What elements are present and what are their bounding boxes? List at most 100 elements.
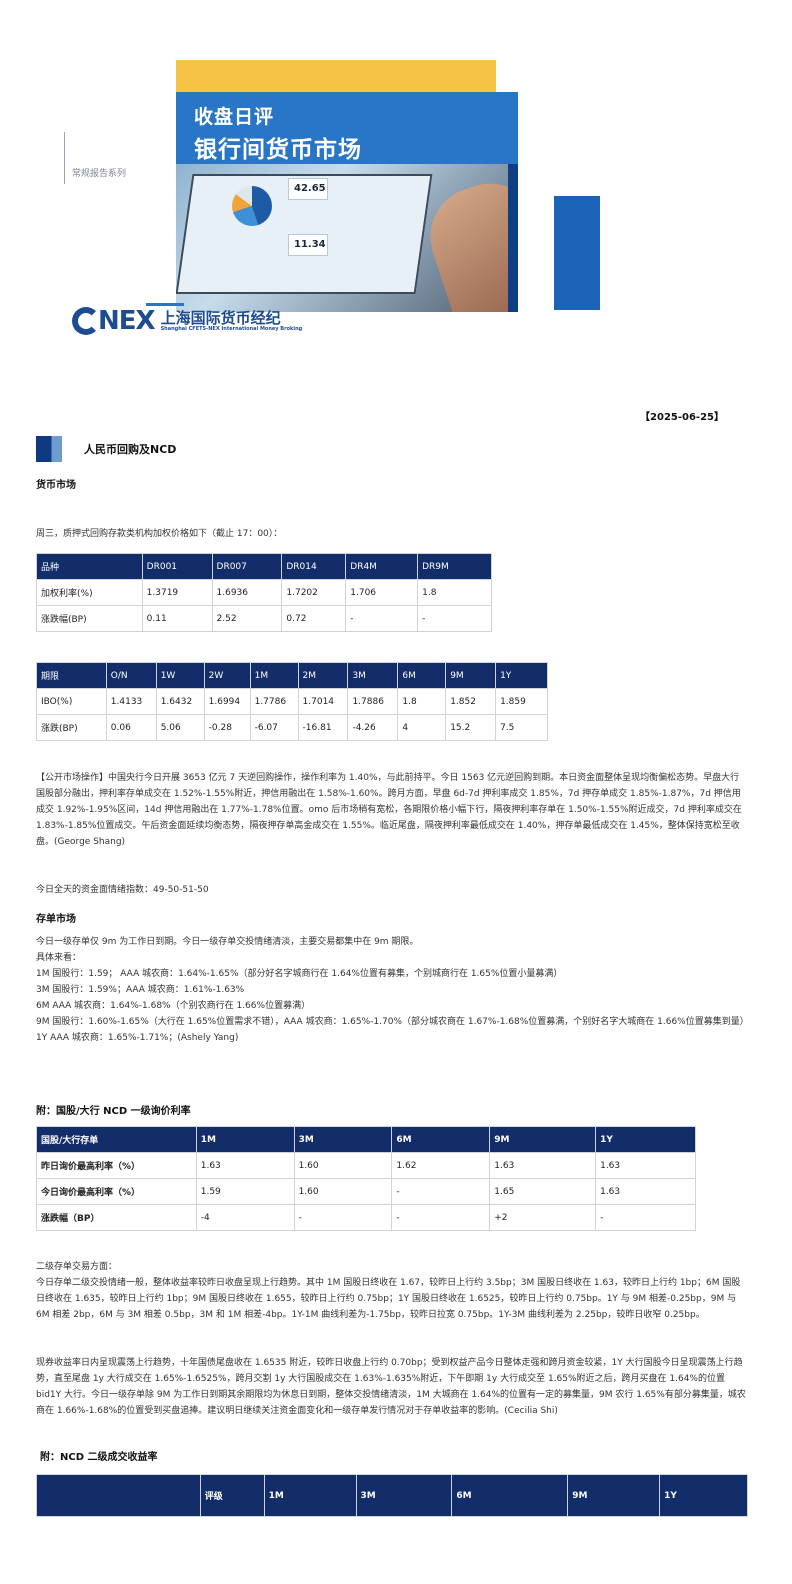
table-cell: 1.7886 bbox=[347, 688, 399, 715]
table-header-cell: 9M bbox=[445, 662, 497, 689]
table-cell: -6.07 bbox=[249, 714, 299, 741]
table-cell: 5.06 bbox=[155, 714, 205, 741]
table-cell: 1.4133 bbox=[105, 688, 157, 715]
table-header-cell: 1M bbox=[249, 662, 299, 689]
table-header-row: 国股/大行存单 1M 3M 6M 9M 1Y bbox=[36, 1126, 696, 1153]
cd-line: 1M 国股行：1.59； AAA 城农商：1.64%-1.65%（部分好名字城商… bbox=[36, 969, 563, 979]
ncd-secondary-heading: 附：NCD 二级成交收益率 bbox=[40, 1452, 158, 1463]
secondary-heading: 二级存单交易方面： bbox=[36, 1262, 118, 1272]
table-header-cell: 1Y bbox=[495, 662, 548, 689]
ncd-primary-heading: 附：国股/大行 NCD 一级询价利率 bbox=[36, 1106, 191, 1117]
cover-yellow-bar bbox=[176, 60, 496, 92]
cover-divider bbox=[64, 132, 65, 184]
table-row: 涨跌(BP) 0.06 5.06 -0.28 -6.07 -16.81 -4.2… bbox=[36, 714, 548, 741]
logo-ring-icon bbox=[70, 305, 102, 337]
table-header-cell: 国股/大行存单 bbox=[36, 1126, 197, 1153]
sentiment-index: 今日全天的资金面情绪指数：49-50-51-50 bbox=[36, 885, 209, 895]
ibo-rate-table: 期限 O/N 1W 2W 1M 2M 3M 6M 9M 1Y IBO(%) 1.… bbox=[36, 662, 548, 741]
table-row: 涨跌幅（BP） -4 - - +2 - bbox=[36, 1204, 696, 1231]
table-cell: 1.60 bbox=[293, 1152, 393, 1179]
table-cell: 15.2 bbox=[445, 714, 497, 741]
table-cell: 昨日询价最高利率（%） bbox=[36, 1152, 197, 1179]
table-cell: 1.3719 bbox=[141, 579, 213, 606]
table-cell: 4 bbox=[397, 714, 447, 741]
table-header-cell: 3M bbox=[347, 662, 399, 689]
table-header-cell: 9M bbox=[489, 1126, 597, 1153]
table-cell: 2.52 bbox=[211, 605, 283, 632]
table-header-cell: 3M bbox=[355, 1474, 453, 1517]
table-cell: 7.5 bbox=[495, 714, 548, 741]
cd-line: 3M 国股行：1.59%；AAA 城农商：1.61%-1.63% bbox=[36, 985, 245, 995]
table-cell: 0.06 bbox=[105, 714, 157, 741]
table-header-cell: 9M bbox=[567, 1474, 661, 1517]
table-header-cell: 1M bbox=[263, 1474, 357, 1517]
cover-title-box bbox=[176, 92, 518, 164]
cover-accent-line bbox=[146, 303, 184, 306]
section-marker bbox=[36, 436, 62, 462]
table-header-row: 评级 1M 3M 6M 9M 1Y bbox=[36, 1474, 748, 1517]
cd-line: 6M AAA 城农商：1.64%-1.68%（个别农商行在 1.66%位置募满） bbox=[36, 1001, 311, 1011]
table-cell: 加权利率(%) bbox=[36, 579, 143, 606]
table-header-cell: 2M bbox=[297, 662, 349, 689]
table-cell: 1.63 bbox=[195, 1152, 295, 1179]
table-header-cell: 期限 bbox=[36, 662, 107, 689]
dr-rate-table: 品种 DR001 DR007 DR014 DR4M DR9M 加权利率(%) 1… bbox=[36, 553, 492, 632]
ncd-primary-table: 国股/大行存单 1M 3M 6M 9M 1Y 昨日询价最高利率（%） 1.63 … bbox=[36, 1126, 696, 1231]
table-cell: 今日询价最高利率（%） bbox=[36, 1178, 197, 1205]
cd-line: 1Y AAA 城农商：1.65%-1.71%；(Ashely Yang) bbox=[36, 1033, 239, 1043]
table-header-cell: 1M bbox=[195, 1126, 295, 1153]
table-cell: - bbox=[391, 1178, 491, 1205]
table-cell: 1.62 bbox=[391, 1152, 491, 1179]
table-header-cell: 3M bbox=[293, 1126, 393, 1153]
cd-market-heading: 存单市场 bbox=[36, 914, 76, 925]
cover-blue-block bbox=[554, 196, 600, 310]
table-cell: 1.63 bbox=[595, 1152, 696, 1179]
table-header-row: 品种 DR001 DR007 DR014 DR4M DR9M bbox=[36, 553, 492, 580]
table-cell: 涨跌幅（BP） bbox=[36, 1204, 197, 1231]
table-header-cell: 1Y bbox=[659, 1474, 748, 1517]
table-cell: 1.63 bbox=[489, 1152, 597, 1179]
table-cell: 1.859 bbox=[495, 688, 548, 715]
table-cell: 1.6936 bbox=[211, 579, 283, 606]
table-cell: - bbox=[293, 1204, 393, 1231]
cd-line: 9M 国股行：1.60%-1.65%（大行在 1.65%位置需求不错），AAA … bbox=[36, 1017, 749, 1027]
table-cell: +2 bbox=[489, 1204, 597, 1231]
table-cell: - bbox=[417, 605, 492, 632]
ncd-secondary-table: 评级 1M 3M 6M 9M 1Y bbox=[36, 1474, 748, 1517]
dashboard-tile-value: 11.34 bbox=[294, 239, 326, 250]
company-logo: NEX 上海国际货币经纪 Shanghai CFETS-NEX Internat… bbox=[70, 305, 302, 337]
table-header-cell: O/N bbox=[105, 662, 157, 689]
report-date: 【2025-06-25】 bbox=[640, 412, 724, 423]
table-header-cell: 品种 bbox=[36, 553, 143, 580]
table-cell: - bbox=[345, 605, 419, 632]
table-row: IBO(%) 1.4133 1.6432 1.6994 1.7786 1.701… bbox=[36, 688, 548, 715]
cover-title-line2: 银行间货币市场 bbox=[194, 137, 362, 163]
table-cell: 涨跌幅(BP) bbox=[36, 605, 143, 632]
table-cell: -16.81 bbox=[297, 714, 349, 741]
table-cell: - bbox=[391, 1204, 491, 1231]
table-cell: -4.26 bbox=[347, 714, 399, 741]
table-cell: IBO(%) bbox=[36, 688, 107, 715]
money-market-heading: 货币市场 bbox=[36, 480, 76, 491]
cd-line: 今日一级存单仅 9m 为工作日到期。今日一级存单交投情绪清淡，主要交易都集中在 … bbox=[36, 937, 419, 947]
table-cell: 1.59 bbox=[195, 1178, 295, 1205]
table-header-cell: 1W bbox=[155, 662, 205, 689]
logo-english-name: Shanghai CFETS-NEX International Money B… bbox=[160, 326, 303, 332]
table-header-row: 期限 O/N 1W 2W 1M 2M 3M 6M 9M 1Y bbox=[36, 662, 548, 689]
table-cell: 1.6432 bbox=[155, 688, 205, 715]
cover-photo: 42.65 11.34 bbox=[176, 164, 518, 312]
table-cell: 1.8 bbox=[397, 688, 447, 715]
hand-graphic bbox=[417, 170, 518, 312]
table-header-cell: 2W bbox=[203, 662, 251, 689]
table-header-cell: DR4M bbox=[345, 553, 419, 580]
table-cell: 1.65 bbox=[489, 1178, 597, 1205]
table-header-cell: 6M bbox=[397, 662, 447, 689]
table-cell: 1.63 bbox=[595, 1178, 696, 1205]
table-cell: 涨跌(BP) bbox=[36, 714, 107, 741]
table-row: 加权利率(%) 1.3719 1.6936 1.7202 1.706 1.8 bbox=[36, 579, 492, 606]
table-cell: 0.11 bbox=[141, 605, 213, 632]
table-header-cell: 评级 bbox=[199, 1474, 265, 1517]
pie-chart-graphic bbox=[232, 186, 272, 226]
table-header-cell: 6M bbox=[451, 1474, 569, 1517]
cover-dark-strip bbox=[508, 164, 518, 312]
